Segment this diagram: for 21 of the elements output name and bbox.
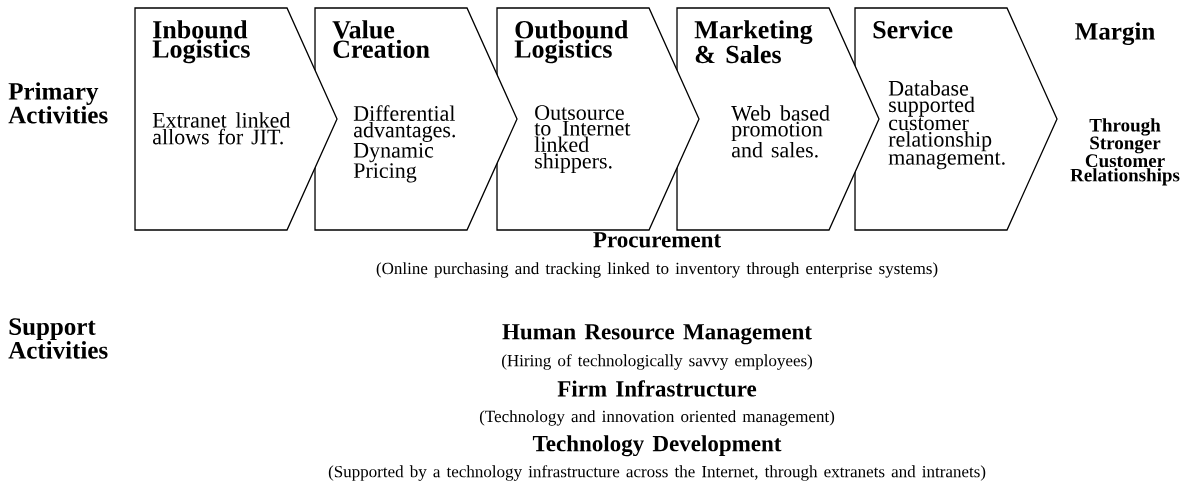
chevron-box [854,7,1058,231]
heading: Inbound Logistics [152,20,250,64]
description: (Supported by a technology infrastructure across the Internet, through extranets and intranets) [328,465,986,481]
description: Web based promotion and sales. [731,105,830,158]
heading: Marketing & Sales [694,20,813,64]
description: (Hiring of technologically savvy employees) [502,354,813,370]
heading: Primary Activities [8,82,108,124]
description: (Technology and innovation oriented management) [479,410,835,426]
heading: Service [873,20,953,39]
description: Database supported customer relationship management. [888,80,1005,170]
heading: Support Activities [8,318,108,359]
heading: Value Creation [332,20,430,58]
description: Differential advantages. Dynamic Pricing [353,105,455,183]
description: Outsource to Internet linked shippers. [534,105,631,174]
heading: Firm Infrastructure [557,380,757,397]
heading: Outbound Logistics [514,20,629,64]
heading: Human Resource Management [502,324,812,345]
heading: Technology Development [532,435,782,457]
heading: Procurement [593,232,721,248]
description: Extranet linked allows for JIT. [152,112,291,145]
description: (Online purchasing and tracking linked to inventory through enterprise systems) [376,262,938,278]
